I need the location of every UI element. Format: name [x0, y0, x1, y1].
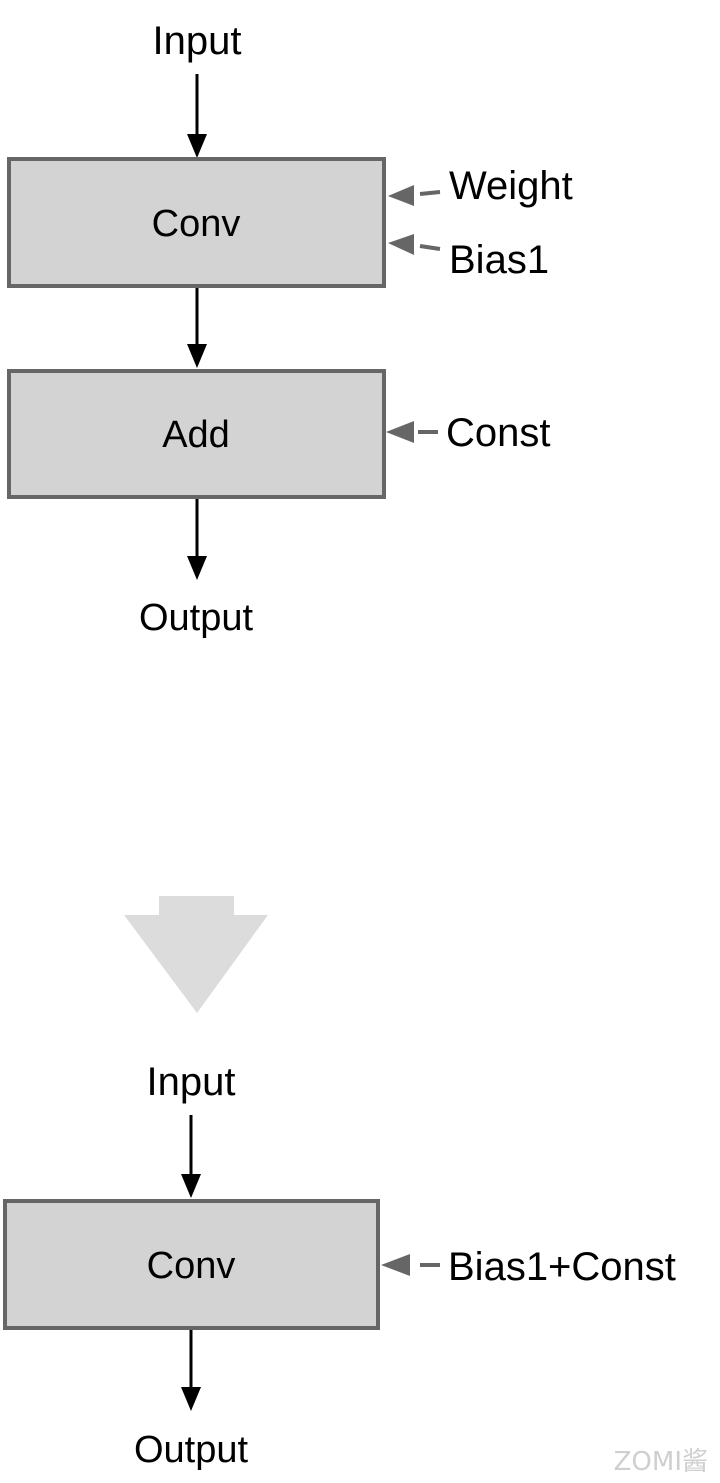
weight-label: Weight	[449, 164, 573, 208]
bias-const-label: Bias1+Const	[448, 1245, 676, 1289]
const-label: Const	[446, 411, 551, 455]
transform-arrow-icon	[124, 896, 268, 1013]
add-node	[7, 369, 386, 499]
edge-conv-to-add-head	[187, 344, 207, 368]
fused-output-label: Output	[134, 1429, 249, 1471]
weight-dash	[419, 190, 441, 196]
fused-input-label: Input	[147, 1060, 236, 1104]
watermark: ZOMI酱	[614, 1447, 708, 1477]
add-node-label: Add	[162, 414, 230, 456]
edge-input-to-conv-head	[187, 134, 207, 158]
output-label: Output	[139, 597, 254, 639]
edge-add-to-output-head	[187, 556, 207, 580]
bias-const-arrow-icon	[381, 1254, 410, 1276]
bias1-dash	[419, 244, 441, 251]
edge-fused-conv-to-output-head	[181, 1387, 201, 1411]
fused-conv-node-label: Conv	[147, 1245, 236, 1287]
conv-node	[7, 157, 386, 288]
const-arrow-icon	[386, 421, 414, 443]
conv-node-label: Conv	[152, 203, 241, 245]
fused-conv-node	[3, 1199, 380, 1330]
input-label: Input	[153, 19, 242, 63]
bias1-label: Bias1	[449, 238, 549, 282]
weight-arrow-icon	[388, 185, 414, 206]
bias1-arrow-icon	[388, 234, 414, 255]
edge-fused-input-to-conv-head	[181, 1174, 201, 1198]
